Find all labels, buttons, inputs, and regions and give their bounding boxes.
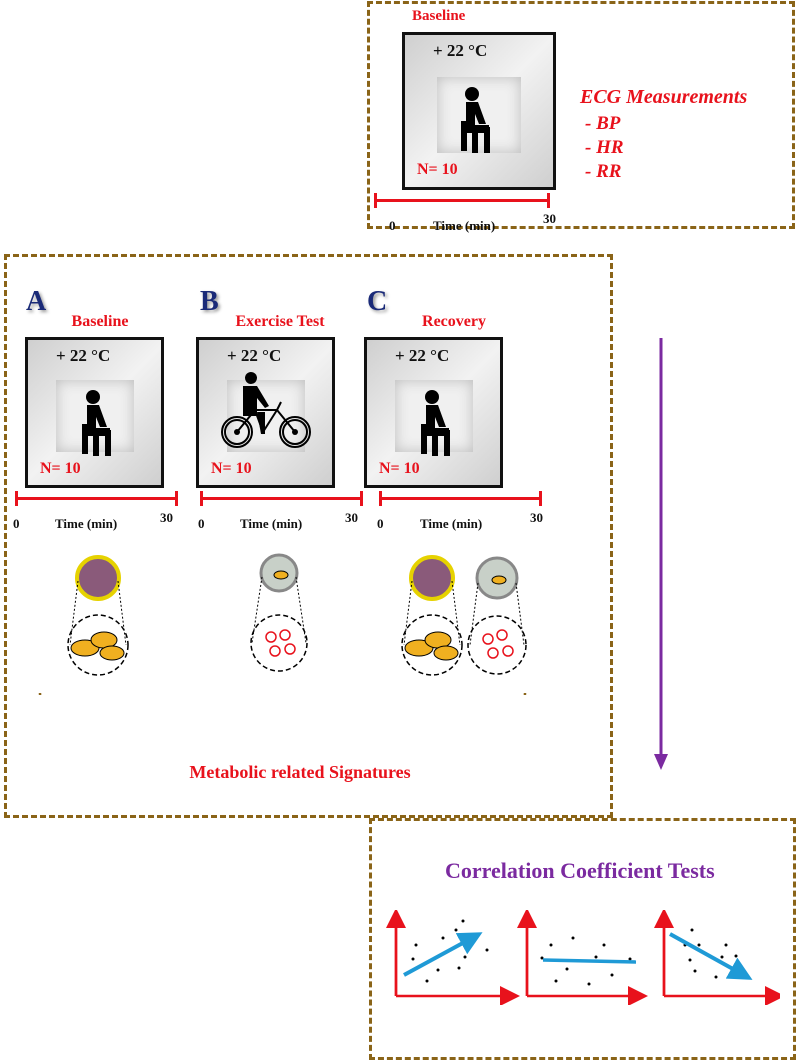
room: + 22 °C N= 10 [196, 337, 335, 488]
blood-sample-icon [467, 556, 527, 675]
timeline [200, 491, 363, 506]
panel-title: Exercise Test [235, 313, 325, 330]
sample-size: N= 10 [379, 460, 420, 477]
no-correlation-plot [517, 910, 638, 996]
timeline [15, 491, 178, 506]
seated-person-icon [461, 87, 490, 153]
ecg-title: ECG Measurements [580, 86, 748, 108]
flow-arrow [654, 338, 668, 770]
top-room: + 22 °C N= 10 [402, 32, 556, 190]
room: + 22 °C N= 10 [364, 337, 503, 488]
time-end: 30 [530, 510, 543, 525]
timeline [379, 491, 542, 506]
time-end: 30 [345, 510, 358, 525]
temperature-label: + 22 °C [227, 346, 282, 365]
seated-person-icon [82, 390, 111, 456]
fat-biopsy-icon [401, 555, 463, 676]
temperature-label: + 22 °C [433, 41, 488, 60]
sample-size: N= 10 [211, 460, 252, 477]
blood-sample-icon [250, 553, 308, 672]
time-end: 30 [543, 211, 556, 226]
time-end: 30 [160, 510, 173, 525]
time-label: Time (min) [433, 218, 496, 233]
metabolic-label: Metabolic related Signatures [189, 762, 411, 782]
time-start: 0 [198, 516, 205, 531]
ecg-list: - BP - HR - RR [585, 112, 624, 184]
bottom-box [369, 818, 796, 1060]
fat-biopsy-icon [67, 555, 129, 676]
ecg-item-bp: - BP [585, 113, 621, 134]
ecg-item-hr: - HR [585, 137, 624, 158]
top-title: Baseline [412, 8, 466, 24]
ecg-item-rr: - RR [585, 161, 622, 182]
negative-correlation-plot [654, 910, 775, 996]
panel-title: Baseline [71, 313, 129, 330]
time-start: 0 [389, 218, 396, 233]
timeline [374, 193, 550, 208]
temperature-label: + 22 °C [56, 346, 111, 365]
top-box [367, 1, 795, 229]
panel-letter: A [26, 286, 47, 317]
sample-size: N= 10 [40, 460, 81, 477]
time-label: Time (min) [420, 516, 483, 531]
room: + 22 °C N= 10 [25, 337, 164, 488]
curly-brace [38, 692, 527, 695]
temperature-label: + 22 °C [395, 346, 450, 365]
cyclist-icon [221, 372, 311, 448]
panel-title: Recovery [422, 313, 486, 330]
correlation-plots [386, 910, 780, 1005]
panel-letter: B [200, 286, 219, 317]
main-box [4, 254, 613, 818]
sample-size: N= 10 [417, 161, 458, 178]
time-label: Time (min) [55, 516, 118, 531]
time-start: 0 [13, 516, 20, 531]
time-label: Time (min) [240, 516, 303, 531]
sample-illustrations [38, 553, 527, 695]
positive-correlation-plot [386, 910, 510, 996]
time-start: 0 [377, 516, 384, 531]
seated-person-icon [421, 390, 450, 456]
panel-letter: C [367, 286, 388, 317]
correlation-title: Correlation Coefficient Tests [445, 858, 715, 883]
